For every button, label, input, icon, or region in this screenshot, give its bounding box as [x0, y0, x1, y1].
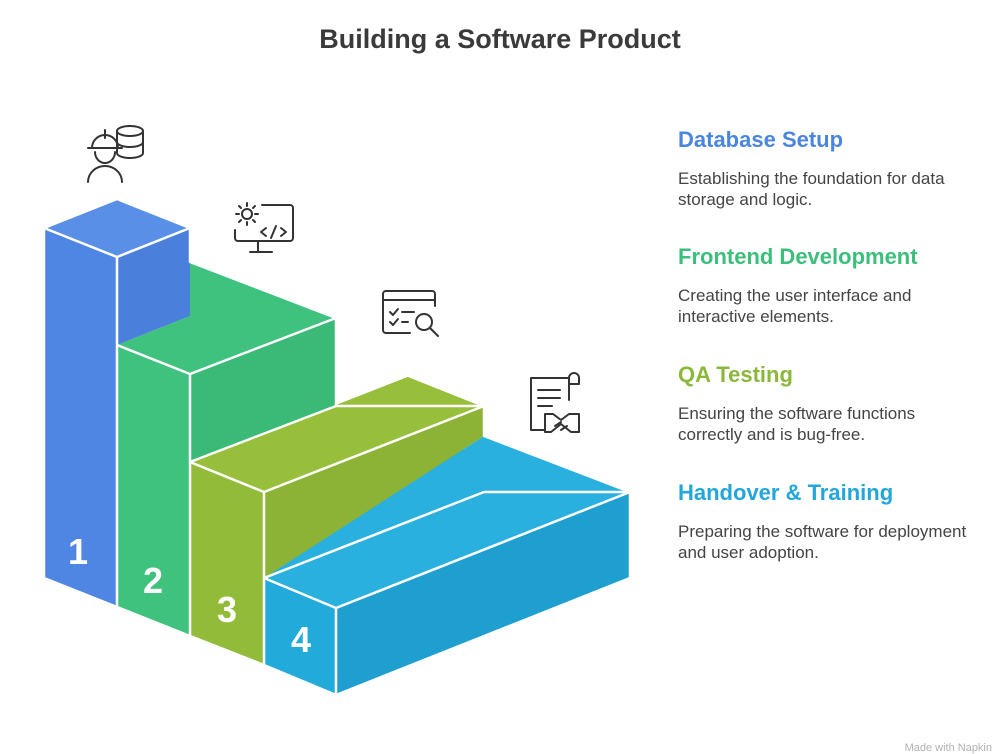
- step-4-top-face-front: [264, 436, 630, 608]
- engineer-database-icon: [87, 125, 144, 183]
- document-handshake-icon: [530, 372, 580, 433]
- step-3-text: Ensuring the software functions correctl…: [678, 404, 916, 444]
- step-2-front-face: [117, 345, 190, 636]
- staircase-edges: [42, 197, 632, 697]
- step-2-block: [117, 262, 336, 636]
- checklist-magnifier-icon: [382, 290, 439, 337]
- step-1-front-face: [44, 228, 117, 607]
- step-2-mid-face: [117, 262, 336, 374]
- step-2-description: Frontend Development Creating the user i…: [678, 243, 978, 327]
- step-4-right-face: [336, 492, 630, 695]
- step-2-heading: Frontend Development: [678, 244, 918, 269]
- step-2-text: Creating the user interface and interact…: [678, 286, 912, 326]
- step-4-description: Handover & Training Preparing the softwa…: [678, 479, 978, 563]
- staircase-diagram: 1 2 3 4: [42, 125, 632, 697]
- step-2-number: 2: [143, 560, 163, 601]
- step-1-heading: Database Setup: [678, 127, 844, 152]
- step-1-right-face: [117, 228, 190, 345]
- step-2-right-face: [190, 318, 336, 462]
- step-1-number: 1: [68, 531, 88, 572]
- monitor-code-gear-icon: [234, 202, 294, 253]
- step-1-text: Establishing the foundation for data sto…: [678, 169, 945, 209]
- step-4-block: [264, 436, 630, 695]
- step-3-right-face: [264, 406, 484, 578]
- watermark: Made with Napkin: [904, 742, 992, 754]
- step-3-heading: QA Testing: [678, 362, 793, 387]
- page-title: Building a Software Product: [319, 24, 681, 54]
- step-4-number: 4: [291, 619, 311, 660]
- step-3-number: 3: [217, 589, 237, 630]
- step-4-front-face: [264, 578, 336, 695]
- step-3-front-face: [190, 462, 264, 665]
- step-4-heading: Handover & Training: [678, 480, 894, 505]
- step-3-description: QA Testing Ensuring the software functio…: [678, 361, 978, 445]
- step-1-description: Database Setup Establishing the foundati…: [678, 126, 978, 210]
- step-4-text: Preparing the software for deployment an…: [678, 522, 967, 562]
